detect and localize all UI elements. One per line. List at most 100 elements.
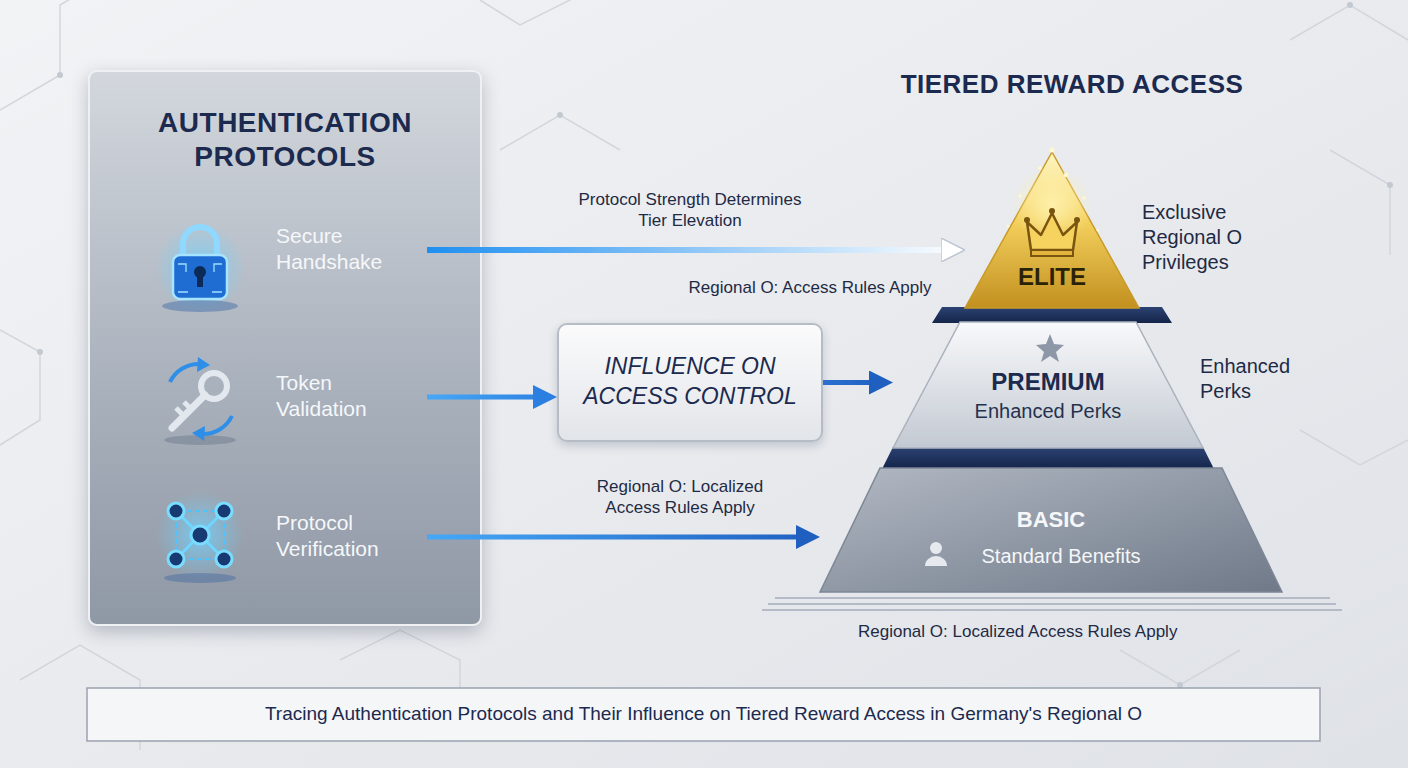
network-link — [176, 535, 200, 559]
network-nodes — [168, 503, 232, 567]
edge-label: Regional O: Localized Access Rules Apply — [580, 476, 780, 519]
flow-arrow — [427, 535, 802, 540]
cycle-arrow — [170, 364, 200, 382]
base-line — [775, 597, 1330, 599]
sparkle — [1096, 228, 1099, 231]
protocol-item: Token Validation — [152, 355, 427, 439]
protocol-name: Token Validation — [276, 370, 426, 423]
icon-glow — [154, 222, 246, 314]
tier-benefit: Enhanced Perks — [893, 399, 1203, 423]
network-icon — [156, 491, 244, 583]
protocol-item: Protocol Verification — [152, 495, 427, 579]
sparkle — [1006, 224, 1009, 227]
network-node — [191, 526, 209, 544]
crown-tip — [1074, 217, 1080, 223]
star-icon — [1036, 334, 1064, 362]
tier-name: BASIC — [820, 507, 1282, 534]
key-bow — [201, 373, 227, 399]
person-icon — [925, 542, 947, 566]
crown — [1027, 213, 1077, 250]
lock-icon — [154, 222, 246, 314]
network-node — [168, 551, 184, 567]
dot — [37, 349, 43, 355]
circuit-line — [178, 264, 222, 292]
flow-arrow — [427, 247, 947, 253]
cycle-arrow — [202, 416, 232, 434]
diagram-caption: Tracing Authentication Protocols and The… — [95, 702, 1312, 726]
base-line — [768, 603, 1336, 605]
protocol-panel: AUTHENTICATION PROTOCOLS Secure Handshake… — [88, 70, 482, 626]
caption-box — [87, 688, 1320, 741]
circuit-lines — [178, 264, 222, 292]
person-body — [925, 556, 947, 566]
tier-divider-band — [882, 447, 1214, 469]
hex-line — [500, 115, 620, 150]
lock-body — [173, 255, 227, 299]
pattern-dots — [37, 2, 1393, 688]
icon-shadow — [162, 300, 238, 312]
panel-heading: AUTHENTICATION PROTOCOLS — [120, 106, 450, 174]
crown-tip — [1049, 208, 1055, 214]
icon-glow — [1012, 165, 1092, 245]
sparkle — [1082, 196, 1086, 200]
base-line — [762, 609, 1342, 611]
dot — [1347, 2, 1353, 8]
hex-line — [340, 630, 460, 690]
edge-label: Protocol Strength Determines Tier Elevat… — [578, 189, 803, 232]
sparkle — [1018, 194, 1022, 198]
tier-note: Enhanced Perks — [1200, 354, 1300, 404]
cycle-arrow-head — [192, 426, 205, 441]
flow-arrow — [427, 395, 539, 400]
protocol-item: Secure Handshake — [152, 208, 427, 292]
key-shaft — [172, 395, 205, 428]
crown-icon — [1006, 148, 1099, 257]
network-links — [176, 511, 224, 559]
person-head — [930, 542, 942, 554]
dot — [557, 112, 563, 118]
crown-band — [1031, 250, 1073, 256]
tier-divider-band — [932, 307, 1172, 323]
network-node — [216, 551, 232, 567]
hex-line — [480, 0, 580, 25]
hex-line — [1290, 5, 1408, 40]
dot — [1387, 182, 1393, 188]
protocol-name: Secure Handshake — [276, 223, 426, 276]
hex-line — [0, 330, 40, 445]
sparkle — [1038, 166, 1042, 170]
icon-shadow — [164, 435, 236, 445]
icon-glow — [156, 491, 244, 579]
network-link — [200, 511, 224, 535]
key-teeth — [176, 402, 191, 416]
hex-line — [1330, 150, 1390, 255]
network-frame — [176, 511, 224, 559]
hexagon-pattern — [0, 0, 1408, 750]
crown-tip — [1024, 217, 1030, 223]
protocol-name: Protocol Verification — [276, 510, 426, 563]
network-link — [176, 511, 200, 535]
diagram-title: TIERED REWARD ACCESS — [852, 68, 1292, 101]
tier-name: PREMIUM — [893, 367, 1203, 396]
tier-band: BASICStandard Benefits — [820, 468, 1282, 592]
note-label: Regional O: Access Rules Apply — [660, 277, 960, 298]
tier-name: ELITE — [965, 262, 1139, 291]
shape-fill — [965, 152, 1139, 308]
process-box: INFLUENCE ON ACCESS CONTROL — [557, 323, 823, 442]
hex-line — [1300, 430, 1408, 465]
hex-line — [1120, 650, 1240, 685]
network-node — [168, 503, 184, 519]
shape-fill — [820, 468, 1282, 592]
dot — [57, 72, 63, 78]
network-node — [216, 503, 232, 519]
keyhole — [197, 274, 203, 287]
tier-triangle: ELITE — [965, 152, 1139, 308]
dot — [1177, 682, 1183, 688]
tier-note: Exclusive Regional O Privileges — [1142, 200, 1262, 275]
sparkle — [1064, 173, 1068, 177]
box-label: INFLUENCE ON ACCESS CONTROL — [567, 352, 813, 412]
note-label: Regional O: Localized Access Rules Apply — [858, 621, 1288, 642]
